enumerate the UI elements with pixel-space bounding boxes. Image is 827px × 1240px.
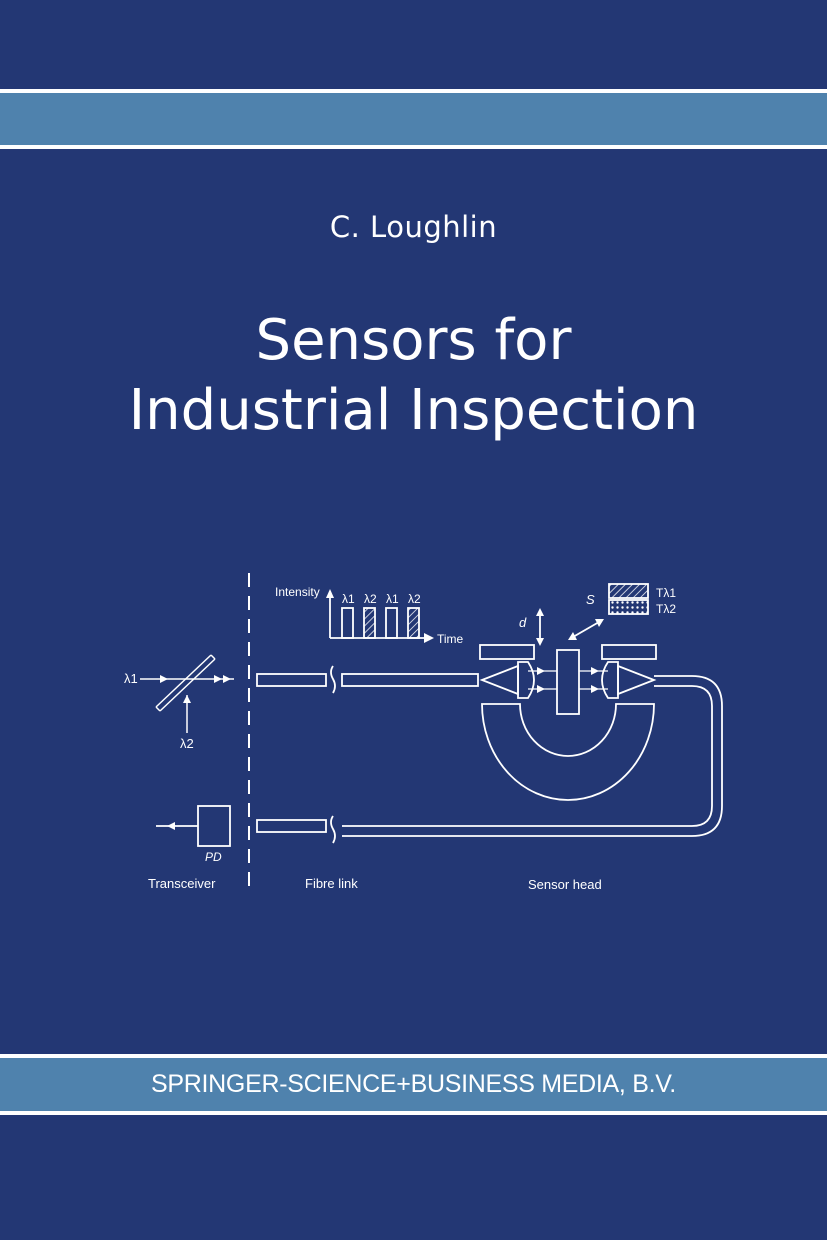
arrow-head xyxy=(160,675,168,683)
fibre-break xyxy=(330,665,336,694)
arrow-head xyxy=(183,695,191,703)
fibre-segment xyxy=(341,673,479,687)
time-label: Time xyxy=(437,632,464,646)
section-fibre-label: Fibre link xyxy=(305,876,358,891)
section-sensor-label: Sensor head xyxy=(528,877,602,892)
pulse-label: λ1 xyxy=(342,592,355,606)
arrow-head xyxy=(214,675,222,683)
arrow-head xyxy=(167,822,175,830)
fibre-connector xyxy=(256,673,327,687)
fibre-break xyxy=(330,815,336,844)
sensor-head xyxy=(479,644,657,801)
beam-splitter xyxy=(155,654,216,712)
lambda2-input-label: λ2 xyxy=(180,736,194,751)
axis-arrow xyxy=(424,633,434,643)
axis-arrow xyxy=(568,632,577,640)
book-title: Sensors for Industrial Inspection xyxy=(0,306,827,446)
title-line-1: Sensors for xyxy=(255,308,572,373)
intensity-label: Intensity xyxy=(275,585,320,599)
bottom-band: SPRINGER-SCIENCE+BUSINESS MEDIA, B.V. xyxy=(0,1054,827,1115)
axis-arrow xyxy=(326,589,334,598)
axis-arrow xyxy=(595,619,604,627)
author-name: C. Loughlin xyxy=(329,210,498,244)
lambda1-input-label: λ1 xyxy=(124,671,138,686)
return-fibre xyxy=(342,675,723,837)
pulse-bar xyxy=(385,607,398,639)
fibre-connector xyxy=(256,819,327,833)
photodetector xyxy=(197,805,231,847)
pulse-label: λ2 xyxy=(364,592,377,606)
axis-arrow xyxy=(536,608,544,616)
pulse-bar xyxy=(407,607,420,639)
arrow-head xyxy=(223,675,231,683)
legend-t2-label: Tλ2 xyxy=(656,602,676,616)
title-line-2: Industrial Inspection xyxy=(128,378,699,443)
s-arrow xyxy=(572,621,600,638)
s-label: S xyxy=(586,592,595,607)
pulse-bar xyxy=(341,607,354,639)
legend-box-dotted xyxy=(608,599,649,615)
top-band xyxy=(0,89,827,149)
pulse-bar xyxy=(363,607,376,639)
publisher-name: SPRINGER-SCIENCE+BUSINESS MEDIA, B.V. xyxy=(151,1070,676,1098)
axis-arrow xyxy=(536,638,544,646)
return-fibre xyxy=(342,685,713,827)
legend-box-hatched xyxy=(608,583,649,599)
section-transceiver-label: Transceiver xyxy=(148,876,216,891)
pulse-label: λ2 xyxy=(408,592,421,606)
d-label: d xyxy=(519,615,527,630)
pulse-label: λ1 xyxy=(386,592,399,606)
pd-label: PD xyxy=(205,850,222,864)
legend-t1-label: Tλ1 xyxy=(656,586,676,600)
